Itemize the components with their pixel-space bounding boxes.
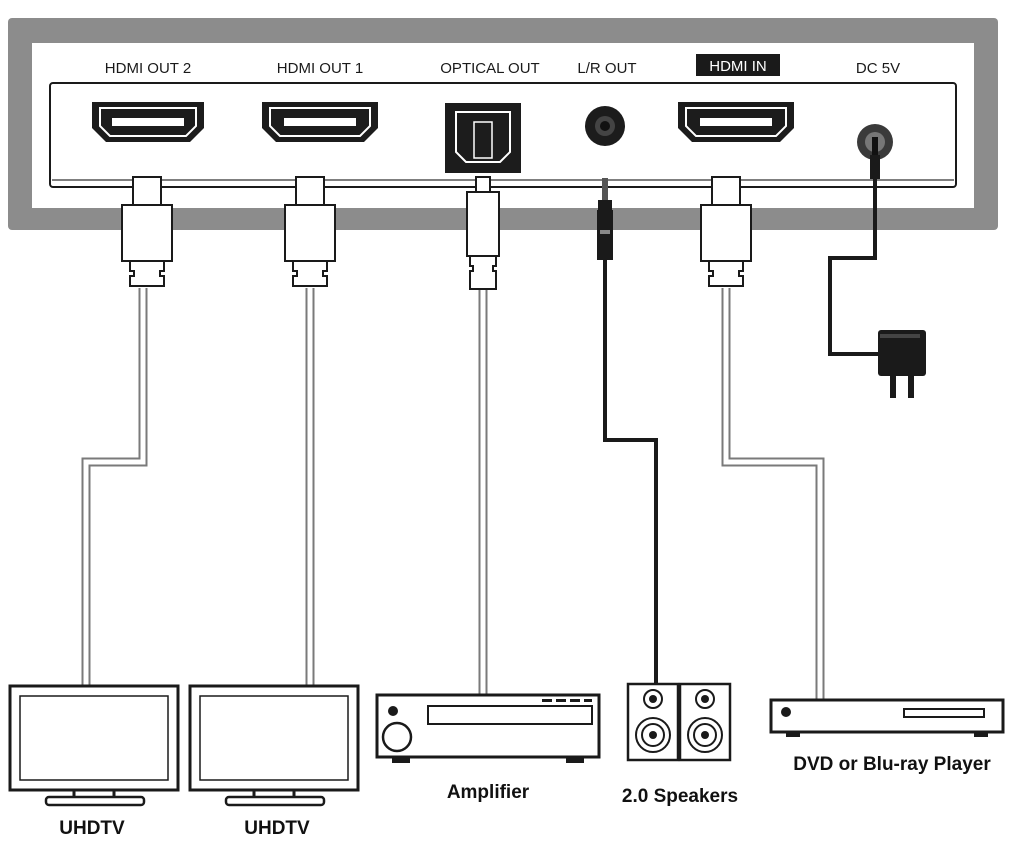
hdmi-out-1-port [262,102,378,142]
optical-out-label: OPTICAL OUT [440,60,539,77]
hdmi-out-2-port [92,102,204,142]
uhdtv-2-label: UHDTV [244,818,310,839]
hdmi-out-2-label: HDMI OUT 2 [105,60,191,77]
hdmi-in-label-highlight [696,54,780,76]
hdmi-in-port [678,102,794,142]
dc-5v-port [857,124,893,160]
optical-cable [466,176,500,696]
hdmi-in-label: HDMI IN [709,58,767,75]
hdmi-cable-in [700,176,825,703]
disc-player-icon [769,698,1005,737]
lr-out-label: L/R OUT [577,60,636,77]
optical-out-port [445,103,521,173]
audio-3-5mm-cable [597,178,658,684]
uhdtv-1-label: UHDTV [59,818,125,839]
power-adapter-icon [878,330,926,398]
amplifier-label: Amplifier [447,782,530,803]
hdmi-cable-out-1 [284,176,336,690]
amplifier-icon [375,693,601,763]
lr-out-port [585,106,625,146]
hdmi-out-1-label: HDMI OUT 1 [277,60,363,77]
player-label: DVD or Blu-ray Player [793,754,991,775]
speakers-icon [626,682,732,762]
speakers-label: 2.0 Speakers [622,786,738,807]
dc-5v-label: DC 5V [856,60,900,77]
uhdtv-2-icon [188,684,360,807]
power-adapter-cable [828,155,884,356]
uhdtv-1-icon [8,684,180,807]
hdmi-cable-out-2 [81,176,173,690]
